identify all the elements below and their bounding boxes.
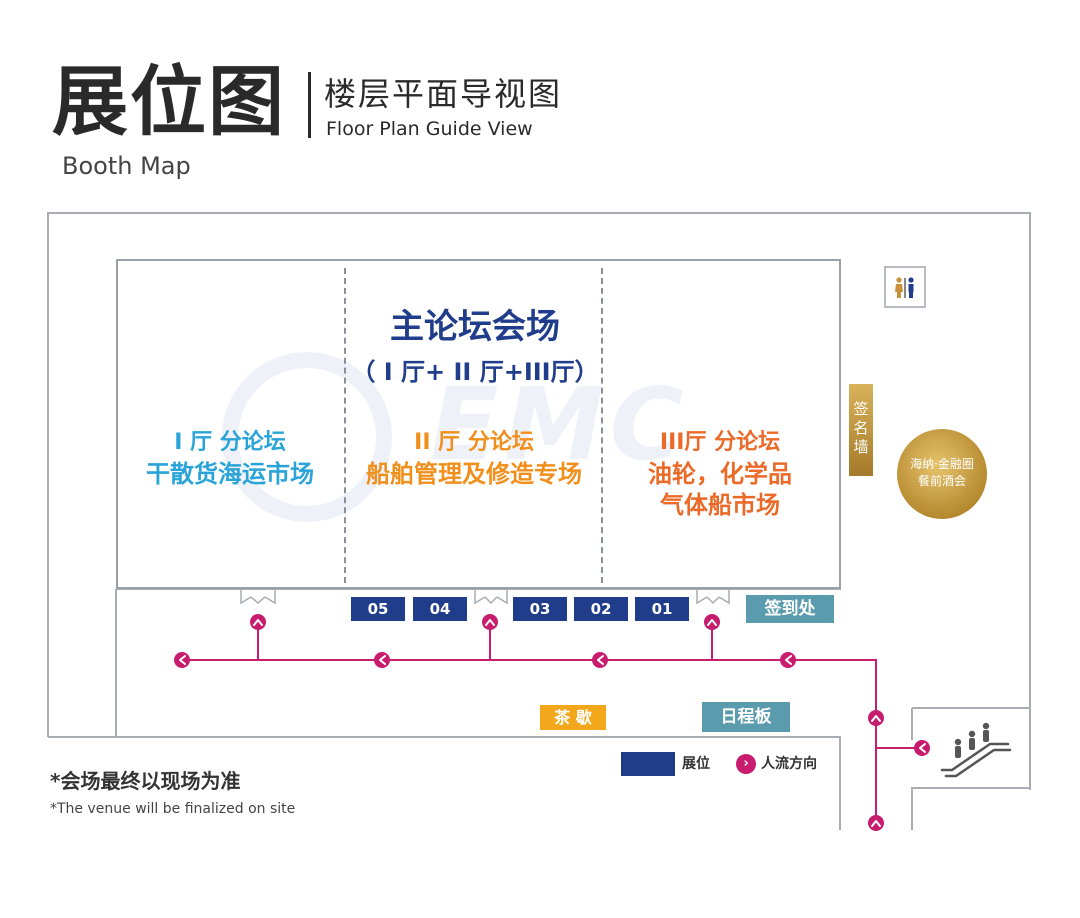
booth-02[interactable]: 02 — [574, 597, 628, 621]
booth-04[interactable]: 04 — [413, 597, 467, 621]
main-forum-title: 主论坛会场 — [390, 307, 560, 347]
restroom-icon — [884, 266, 926, 308]
subtitle-zh: 楼层平面导视图 — [324, 75, 563, 113]
subtitle-en: Floor Plan Guide View — [326, 118, 533, 140]
legend-flow-icon: › — [736, 754, 756, 774]
note-zh: *会场最终以现场为准 — [50, 769, 241, 793]
hall-3-title: III厅 分论坛 — [659, 430, 781, 455]
sign-wall: 签名墙 — [849, 384, 873, 476]
title-divider — [308, 72, 311, 138]
checkin-desk[interactable]: 签到处 — [746, 595, 834, 623]
bottom-wall — [48, 736, 841, 830]
hall-3-topic-line2: 气体船市场 — [660, 491, 780, 519]
watermark-text: EMC — [430, 366, 690, 483]
dinner-line2: 餐前酒会 — [917, 474, 966, 488]
legend-flow-label: 人流方向 — [761, 756, 817, 772]
note-en: *The venue will be finalized on site — [50, 801, 296, 817]
dinner-line1: 海纳·金融圈 — [910, 457, 974, 471]
booth-05[interactable]: 05 — [351, 597, 405, 621]
schedule-board[interactable]: 日程板 — [702, 702, 790, 732]
hall-2-topic: 船舶管理及修造专场 — [366, 460, 582, 488]
outer-wall — [47, 212, 1031, 790]
legend-booth-swatch — [621, 752, 675, 776]
sign-wall-label: 签名墙 — [853, 400, 869, 456]
hall-1-title: I 厅 分论坛 — [174, 430, 286, 455]
page-title: 展位图 — [52, 57, 286, 146]
hall-2-title: II 厅 分论坛 — [414, 430, 534, 455]
escalator-people — [954, 722, 990, 758]
page-title-en: Booth Map — [62, 152, 191, 180]
booth-01[interactable]: 01 — [635, 597, 689, 621]
dinner-reception[interactable]: 海纳·金融圈 餐前酒会 — [897, 429, 987, 519]
tea-break[interactable]: 茶 歇 — [540, 705, 606, 730]
main-forum-subtitle: （ I 厅+ II 厅+III厅） — [351, 358, 599, 386]
escalator-wall — [911, 787, 1030, 830]
flow-arrow-icon — [174, 614, 930, 831]
booth-03[interactable]: 03 — [513, 597, 567, 621]
hall-1-topic: 干散货海运市场 — [146, 460, 314, 488]
hall-divider-1 — [344, 268, 346, 583]
hall-divider-2 — [601, 268, 603, 583]
hall-3-topic-line1: 油轮，化学品 — [648, 460, 792, 488]
escalator-icon — [940, 742, 1012, 778]
door-icon — [240, 589, 730, 605]
legend-booth-label: 展位 — [682, 756, 710, 772]
